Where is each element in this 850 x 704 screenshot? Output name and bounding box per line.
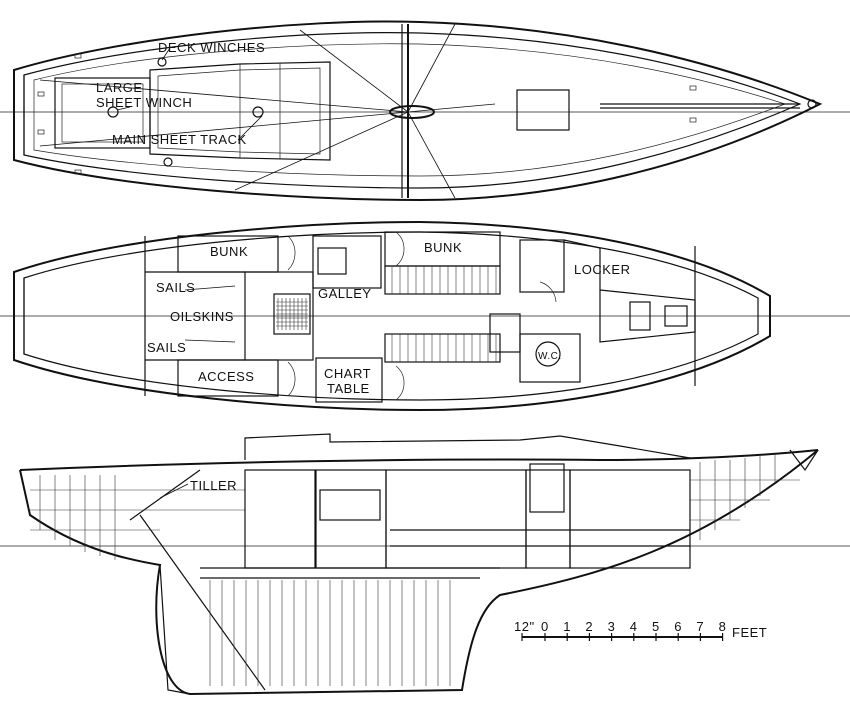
label-sails-bottom: SAILS [147, 340, 186, 355]
label-galley: GALLEY [318, 286, 372, 301]
ballast-keel-hatch [209, 580, 451, 686]
frames-aft [30, 475, 245, 560]
profile-view: TILLER [0, 433, 850, 696]
settee-lower [384, 333, 501, 363]
chart-table [315, 357, 383, 403]
scale-number: 8 [719, 619, 727, 634]
label-tiller: TILLER [190, 478, 237, 493]
winch-icon [163, 157, 173, 167]
label-table: TABLE [327, 381, 370, 396]
profile-sheer [19, 449, 819, 471]
label-oilskins: OILSKINS [170, 309, 234, 324]
label-bunk-fwd: BUNK [424, 240, 462, 255]
forehatch [516, 89, 570, 131]
wc-icon [535, 341, 561, 367]
scale-start: 12" [514, 619, 535, 634]
scale-number: 5 [652, 619, 660, 634]
scale-number: 1 [563, 619, 571, 634]
companion-steps [489, 313, 521, 353]
label-wc: W.C. [538, 351, 562, 362]
scale-number: 2 [585, 619, 593, 634]
scale-number: 4 [630, 619, 638, 634]
scale-number: 7 [696, 619, 704, 634]
label-large: LARGE [96, 80, 143, 95]
label-deck-winches: DECK WINCHES [158, 40, 265, 55]
scale-number: 0 [541, 619, 549, 634]
mast-icon [389, 105, 435, 119]
label-locker: LOCKER [574, 262, 630, 277]
profile-hull-keel [19, 449, 819, 696]
scale-unit: FEET [732, 625, 767, 640]
label-main-sheet-track: MAIN SHEET TRACK [112, 132, 247, 147]
winch-icon [252, 106, 264, 118]
label-sails-top: SAILS [156, 280, 195, 295]
winch-icon [157, 57, 167, 67]
tiller-line [129, 469, 201, 521]
galley-block [244, 271, 314, 361]
scale-number: 6 [674, 619, 682, 634]
frames-forward [690, 455, 800, 540]
engine-grille-icon [276, 298, 308, 330]
locker [519, 239, 565, 293]
accommodation-plan: BUNK BUNK SAILS SAILS GALLEY OILSKINS AC… [0, 220, 850, 412]
accommodation-hull-outline [13, 220, 771, 412]
scale-number: 3 [608, 619, 616, 634]
label-sheet-winch: SHEET WINCH [96, 95, 192, 110]
label-access: ACCESS [198, 369, 254, 384]
deck-inner-line [23, 32, 802, 189]
label-bunk-aft: BUNK [210, 244, 248, 259]
settee-upper [384, 265, 501, 295]
galley-sink [317, 247, 347, 275]
deck-plan: DECK WINCHES LARGE SHEET WINCH MAIN SHEE… [0, 20, 850, 202]
deck-hull-outline [13, 20, 823, 202]
rudder [159, 564, 191, 695]
winch-icon [107, 106, 119, 118]
label-chart: CHART [324, 366, 371, 381]
